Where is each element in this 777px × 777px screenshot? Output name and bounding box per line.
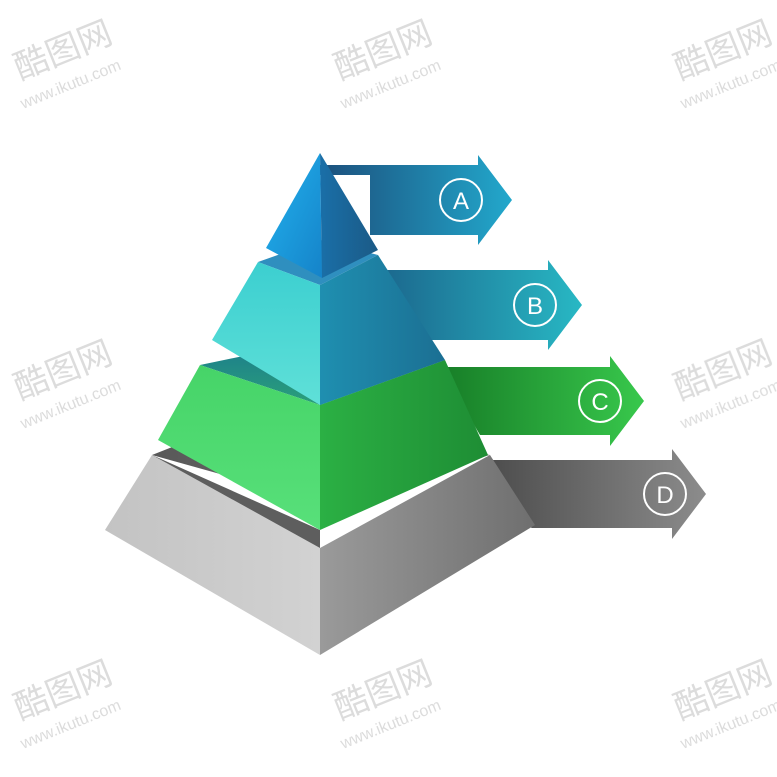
watermark-8: 酷图网 www.ikutu.com [669, 654, 777, 753]
badge-b: B [513, 283, 557, 327]
watermark-6: 酷图网 www.ikutu.com [9, 654, 124, 753]
arrow-d [490, 449, 706, 539]
tier-d-right-face [320, 455, 535, 655]
tier-d-inner-left [152, 455, 320, 548]
badge-a-label: A [453, 188, 469, 215]
badge-d-label: D [656, 482, 673, 509]
watermark-2: 酷图网 www.ikutu.com [329, 14, 444, 113]
tier-b-right-face [320, 255, 445, 405]
watermark-7: 酷图网 www.ikutu.com [329, 654, 444, 753]
tier-b-front-face [212, 262, 320, 405]
tier-c-front-face [158, 365, 320, 530]
badge-d: D [643, 472, 687, 516]
tier-a [266, 153, 378, 278]
tier-d-left-face [105, 455, 320, 655]
arrow-c [440, 356, 644, 446]
badge-c-label: C [591, 389, 608, 416]
badge-b-label: B [527, 293, 543, 320]
badge-c: C [578, 379, 622, 423]
watermark-1: 酷图网 www.ikutu.com [9, 14, 124, 113]
tier-a-left-face [266, 153, 322, 278]
tier-c-right-face [320, 360, 488, 530]
watermark-3: 酷图网 www.ikutu.com [669, 14, 777, 113]
watermark-5: 酷图网 www.ikutu.com [669, 334, 777, 433]
tier-a-right-face [320, 153, 378, 278]
badge-a: A [439, 178, 483, 222]
watermark-4: 酷图网 www.ikutu.com [9, 334, 124, 433]
arrow-a [320, 155, 512, 245]
